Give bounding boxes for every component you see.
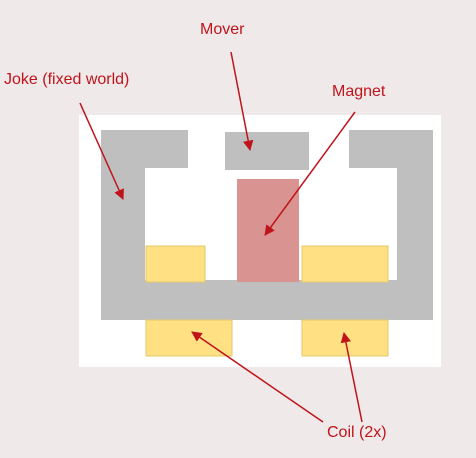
yoke-right [349,130,433,285]
joke-label: Joke (fixed world) [4,71,130,88]
yoke-bottom-bar [101,280,433,320]
coil-right-top [301,245,389,283]
arrow-coil-right [340,331,363,423]
arrow-joke [79,102,124,200]
mover-block [225,132,309,170]
yoke-left [101,130,188,285]
coil-left-top [145,245,206,283]
magnet-label: Magnet [332,83,386,100]
arrow-magnet [264,111,356,236]
arrow-mover [230,51,254,152]
arrow-coil-left [191,331,324,423]
mover-label: Mover [200,21,245,38]
coil-label: Coil (2x) [327,424,387,441]
